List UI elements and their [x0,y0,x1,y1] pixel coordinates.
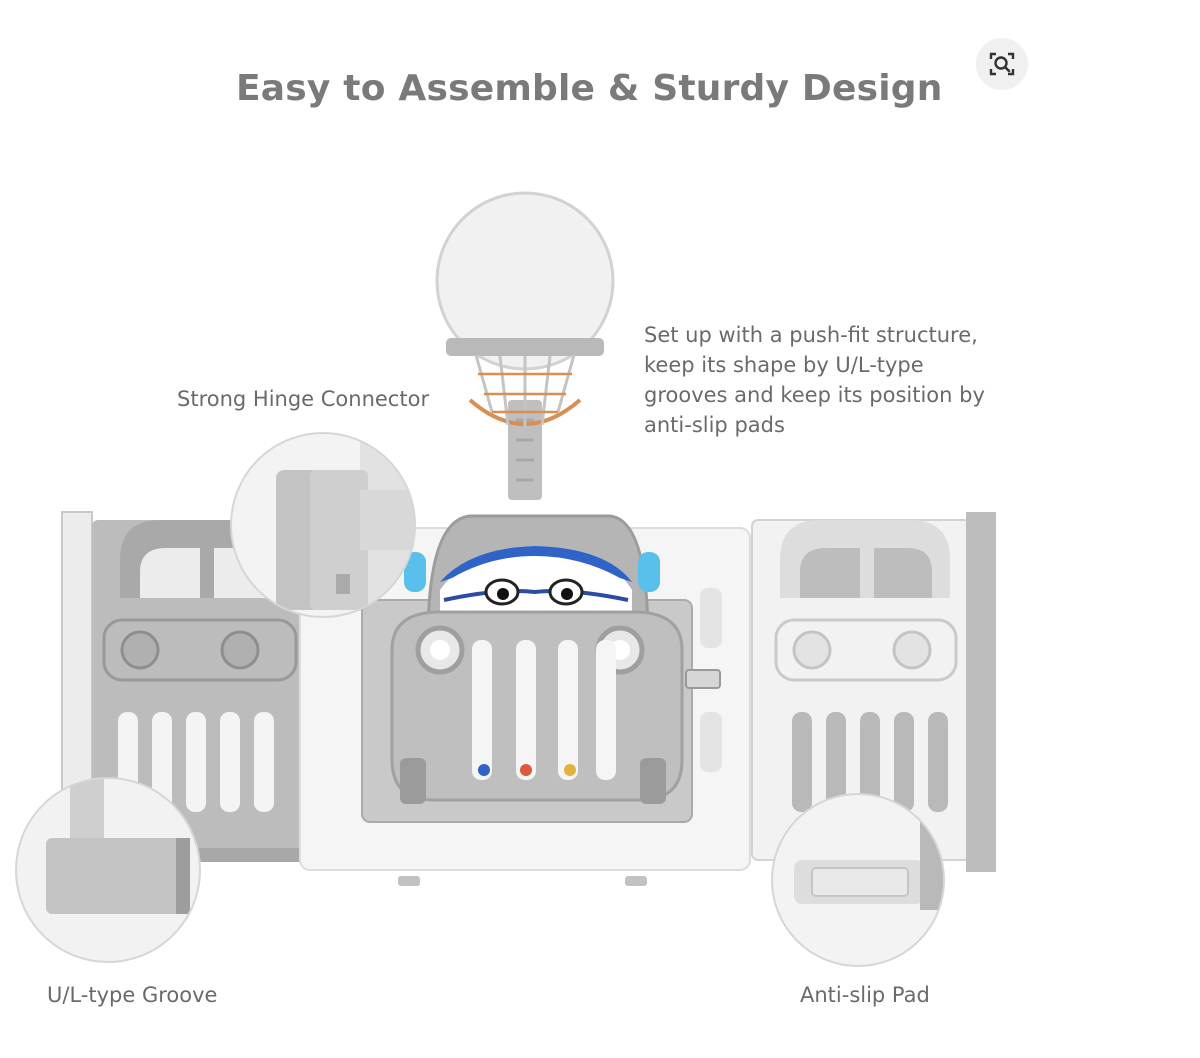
basketball-hoop [435,191,615,500]
page-title: Easy to Assemble & Sturdy Design [236,68,943,109]
description-line: anti-slip pads [644,413,785,437]
assembly-description: Set up with a push-fit structure, keep i… [644,320,1024,440]
visual-search-icon [989,52,1015,76]
pad-label: Anti-slip Pad [800,983,930,1007]
visual-search-button[interactable] [976,38,1028,90]
groove-label: U/L-type Groove [47,983,218,1007]
description-line: keep its shape by U/L-type [644,353,924,377]
pad-callout [771,793,945,967]
hinge-label: Strong Hinge Connector [177,387,430,411]
right-panel [751,512,996,872]
groove-callout [15,777,201,963]
description-line: Set up with a push-fit structure, [644,323,978,347]
car-gate [390,514,721,804]
description-line: grooves and keep its position by [644,383,985,407]
